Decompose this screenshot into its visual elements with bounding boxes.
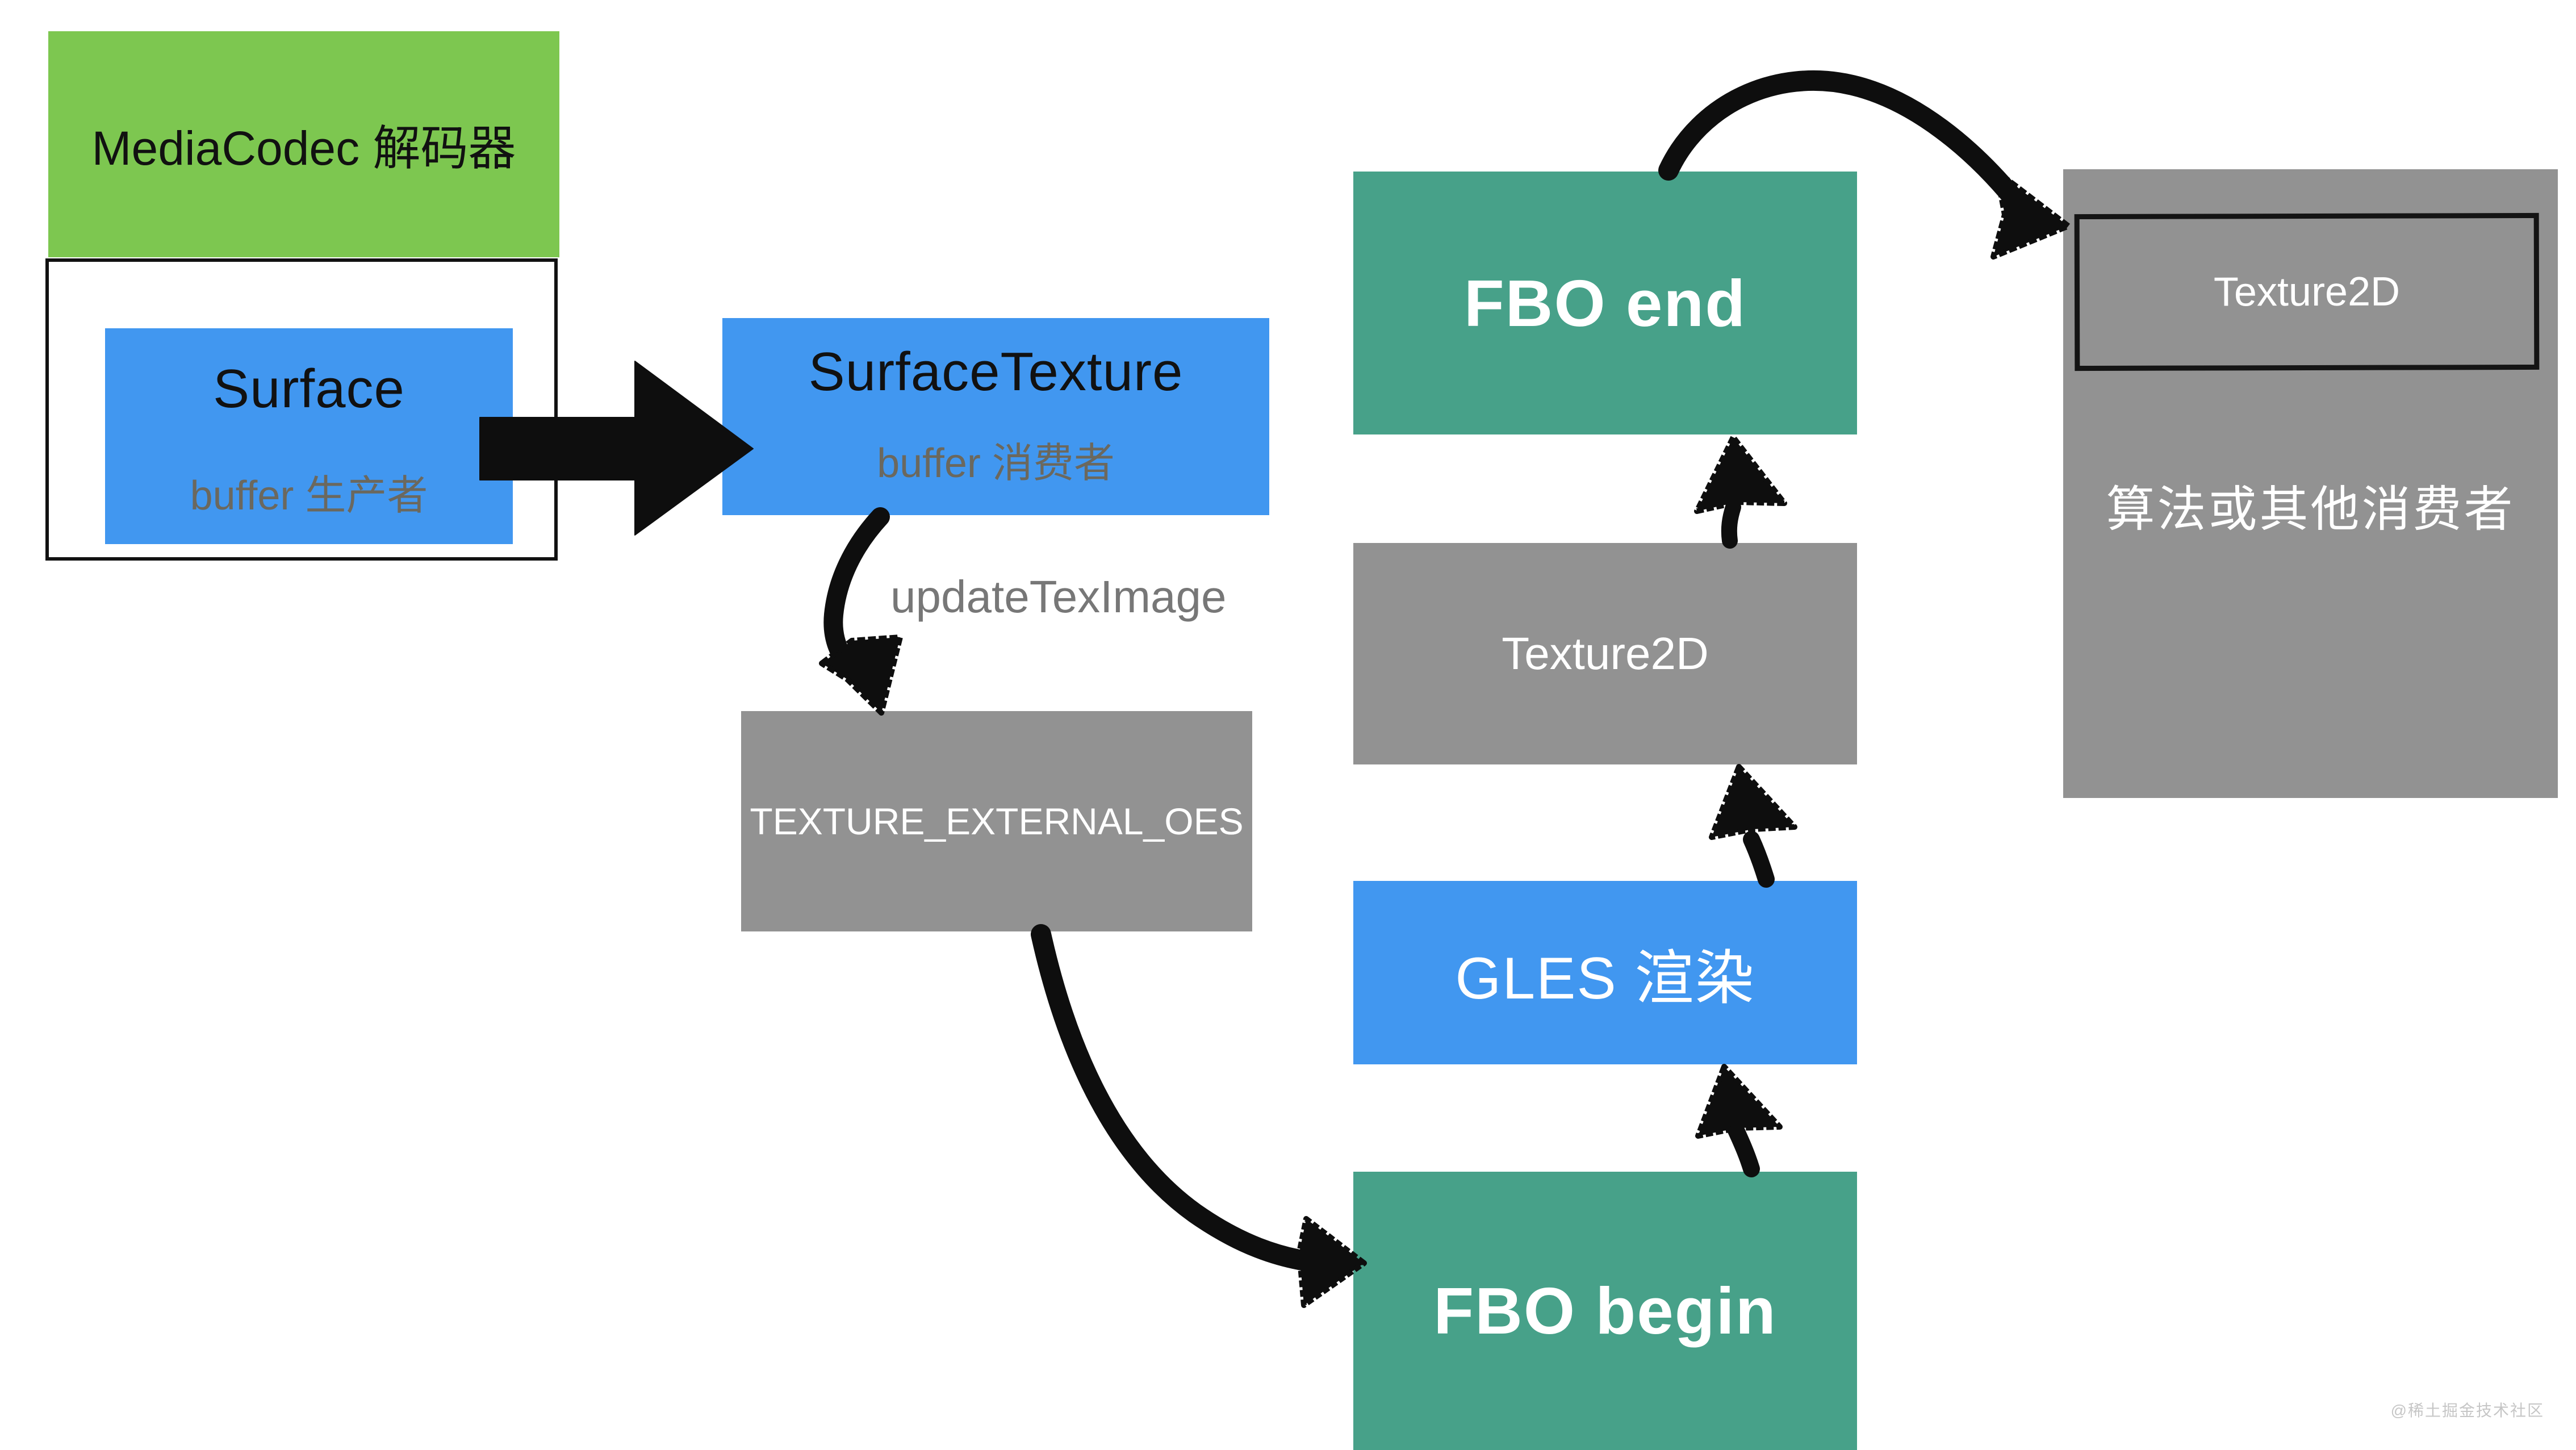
- consumer-texture2d-box: Texture2D: [2074, 212, 2540, 371]
- surfacetexture-title: SurfaceTexture: [808, 341, 1184, 402]
- gles-render-title: GLES 渲染: [1455, 946, 1755, 1012]
- texture-external-oes-title: TEXTURE_EXTERNAL_OES: [750, 800, 1244, 842]
- texture2d-title: Texture2D: [1502, 628, 1709, 679]
- mediacodec-box: MediaCodec 解码器: [48, 31, 559, 257]
- arrow-surfacetexture-to-oes: [823, 507, 890, 670]
- surface-box: Surface buffer 生产者: [105, 328, 513, 544]
- arrowhead-fbo-begin-to-gles: [1695, 1064, 1783, 1139]
- arrow-fbo-begin-to-gles: [1727, 1121, 1760, 1177]
- fbo-end-title: FBO end: [1463, 266, 1747, 340]
- consumer-caption: 算法或其他消费者: [2106, 482, 2515, 537]
- consumer-texture2d-title: Texture2D: [2213, 269, 2401, 315]
- arrow-oes-to-fbo-begin: [1031, 924, 1323, 1272]
- update-tex-image-label: updateTexImage: [890, 571, 1227, 622]
- surface-subtitle: buffer 生产者: [190, 473, 428, 519]
- fbo-end-box: FBO end: [1353, 172, 1857, 434]
- consumer-box: Texture2D 算法或其他消费者: [2063, 169, 2558, 798]
- surface-title: Surface: [213, 358, 405, 419]
- watermark: @稀土掘金技术社区: [2390, 1402, 2544, 1419]
- arrowhead-fbo-end-to-consumer: [1990, 169, 2071, 260]
- arrowhead-texture2d-to-fbo-end: [1694, 434, 1787, 514]
- fbo-begin-title: FBO begin: [1433, 1274, 1777, 1348]
- arrow-texture2d-to-fbo-end: [1721, 499, 1741, 549]
- fbo-begin-box: FBO begin: [1353, 1172, 1857, 1450]
- surfacetexture-subtitle: buffer 消费者: [877, 441, 1115, 486]
- arrowhead-gles-to-texture2d: [1709, 764, 1797, 840]
- arrow-gles-to-texture2d: [1743, 831, 1775, 888]
- texture-external-oes-box: TEXTURE_EXTERNAL_OES: [741, 711, 1252, 931]
- arrowhead-surfacetexture-to-oes: [819, 634, 903, 716]
- texture2d-box: Texture2D: [1353, 543, 1857, 764]
- surfacetexture-box: SurfaceTexture buffer 消费者: [722, 318, 1269, 515]
- gles-render-box: GLES 渲染: [1353, 881, 1857, 1064]
- mediacodec-title: MediaCodec 解码器: [91, 121, 516, 175]
